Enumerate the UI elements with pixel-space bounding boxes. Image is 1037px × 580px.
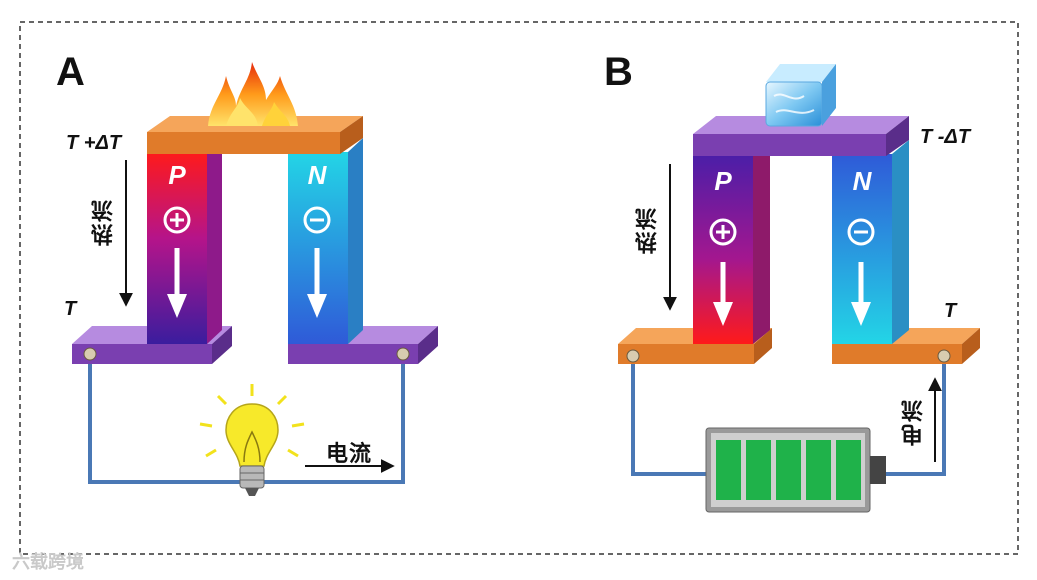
heat-flow-label: 热流 (91, 198, 116, 246)
minus-sign-icon (847, 218, 875, 246)
flame-icon (208, 62, 298, 126)
p-leg-label: P (714, 166, 732, 196)
panel-b (618, 64, 980, 513)
ice-cube-icon (765, 64, 836, 127)
down-arrow-icon (167, 248, 187, 318)
n-leg-label: N (307, 160, 327, 190)
watermark: 六载跨境 (12, 552, 84, 572)
down-arrow-icon (307, 248, 327, 318)
terminal-dot (937, 349, 951, 363)
terminal-dot (626, 349, 640, 363)
n-leg-label: N (852, 166, 872, 196)
battery-icon (705, 427, 886, 513)
minus-sign-icon (303, 206, 331, 234)
down-arrow-icon (713, 262, 733, 326)
cold-side-temp-label: T (64, 298, 77, 320)
plus-sign-icon (163, 206, 191, 234)
current-label: 电流 (326, 441, 373, 466)
base-temp-label: T (944, 300, 957, 322)
plus-sign-icon (709, 218, 737, 246)
panel-b-letter: B (604, 50, 633, 94)
heat-flow-label: 热流 (635, 206, 660, 254)
panel-a (72, 62, 438, 496)
hot-side-temp-label: T +ΔT (66, 132, 122, 154)
wire-b (631, 356, 946, 476)
panel-a-letter: A (56, 50, 85, 94)
terminal-dot (396, 347, 410, 361)
current-label: 电流 (901, 398, 926, 446)
cold-side-temp-label: T -ΔT (920, 126, 971, 148)
terminal-dot (83, 347, 97, 361)
lightbulb-icon (199, 384, 305, 496)
down-arrow-icon (851, 262, 871, 326)
dashed-frame (19, 21, 1019, 555)
p-leg-label: P (168, 160, 186, 190)
